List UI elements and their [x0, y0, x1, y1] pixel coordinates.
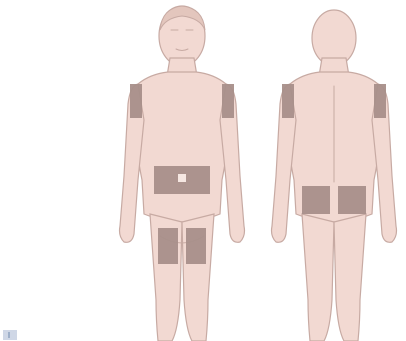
zone-front-thigh-right [186, 228, 206, 264]
back-view [272, 10, 397, 341]
zone-back-buttock-right [338, 186, 366, 214]
zone-front-upper-arm-right [222, 84, 234, 118]
back-right-leg [334, 214, 366, 341]
zone-front-thigh-left [158, 228, 178, 264]
back-left-leg [302, 214, 334, 341]
zone-back-upper-arm-left [282, 84, 294, 118]
zone-back-upper-arm-right [374, 84, 386, 118]
zone-back-buttock-left [302, 186, 330, 214]
navel-marker [178, 174, 186, 182]
corner-mark-icon [3, 330, 17, 340]
front-view [120, 6, 245, 341]
front-torso [134, 72, 230, 222]
zone-front-upper-arm-left [130, 84, 142, 118]
